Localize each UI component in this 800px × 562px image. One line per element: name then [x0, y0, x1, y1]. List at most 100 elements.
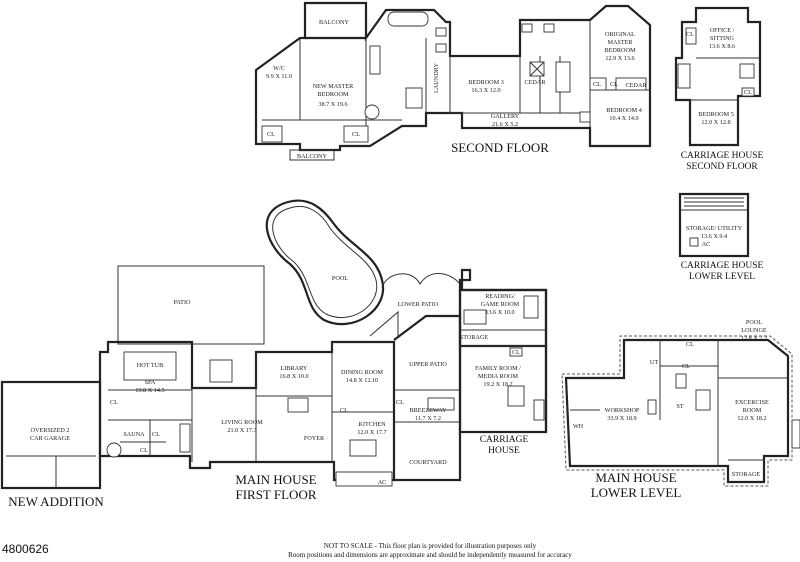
room-cedar-2: CEDAR — [626, 82, 648, 89]
room-dining-dim: 14.8 X 12.10 — [346, 377, 378, 384]
room-foyer: FOYER — [304, 435, 325, 442]
room-bedroom5-name: BEDROOM 5 — [698, 111, 734, 118]
closet-label: CL — [140, 447, 148, 454]
disclaimer-line-2: Room positions and dimensions are approx… — [288, 551, 572, 559]
room-exercise-2: ROOM — [743, 407, 762, 414]
room-balcony-bottom: BALCONY — [297, 153, 327, 160]
label-carriage-second-1: CARRIAGE HOUSE — [681, 151, 764, 161]
room-sauna: SAUNA — [123, 431, 145, 438]
room-workshop-name: WORKSHOP — [605, 407, 640, 414]
closet-label: CL — [744, 89, 752, 96]
room-gallery-dim: 21.6 X 5.2 — [492, 121, 518, 128]
label-main-first-1: MAIN HOUSE — [235, 472, 316, 487]
carriage-house-plan — [458, 268, 548, 434]
room-gallery-name: GALLERY — [491, 113, 520, 120]
label-carriage-lower-1: CARRIAGE HOUSE — [681, 261, 764, 271]
room-balcony-top: BALCONY — [319, 19, 349, 26]
room-reading-1: READING/ — [485, 293, 515, 300]
listing-id: 4800626 — [2, 542, 49, 556]
closet-label: CL — [267, 131, 275, 138]
label-main-lower-2: LOWER LEVEL — [591, 485, 682, 500]
room-family-dim: 19.2 X 18.2 — [483, 381, 512, 388]
room-bedroom3-name: BEDROOM 3 — [468, 79, 504, 86]
closet-label: CL — [610, 81, 618, 88]
room-office-1: OFFICE / — [710, 27, 735, 34]
label-carriage-lower-2: LOWER LEVEL — [689, 272, 755, 282]
second-floor-plan — [254, 1, 652, 161]
closet-label: CL — [396, 399, 404, 406]
closet-label: CL — [110, 399, 118, 406]
room-lower-patio: LOWER PATIO — [398, 301, 439, 308]
closet-label: CL — [352, 131, 360, 138]
closet-label: CL — [152, 431, 160, 438]
room-office-2: SITTING — [710, 35, 735, 42]
room-storage-ch: STORAGE — [460, 334, 489, 341]
label-second-floor: SECOND FLOOR — [451, 140, 549, 155]
room-living-dim: 21.0 X 17.3 — [227, 427, 256, 434]
room-workshop-dim: 33.9 X 18.9 — [607, 415, 636, 422]
room-new-master-2: BEDROOM — [318, 91, 349, 98]
room-reading-dim: 13.6 X 10.0 — [485, 309, 514, 316]
room-bedroom3-dim: 16.3 X 12.0 — [471, 87, 500, 94]
room-storage-lower: STORAGE — [732, 471, 761, 478]
room-ac-main: AC — [378, 479, 387, 486]
room-bedroom4-name: BEDROOM 4 — [606, 107, 642, 114]
room-hot-tub: HOT TUB — [137, 362, 163, 369]
new-addition-plan — [0, 380, 102, 490]
room-cedar-1: CEDAR — [525, 79, 547, 86]
pool — [265, 199, 461, 326]
room-reading-2: GAME ROOM — [481, 301, 520, 308]
room-exercise-dim: 12.0 X 18.2 — [737, 415, 766, 422]
closet-label: CL — [340, 407, 348, 414]
room-bedroom4-dim: 10.4 X 14.0 — [609, 115, 638, 122]
room-wic-dim: 9.9 X 11.0 — [266, 73, 292, 80]
room-living-name: LIVING ROOM — [221, 419, 263, 426]
room-pool-lounge-2: LOUNGE — [741, 327, 767, 334]
carriage-lower-plan — [678, 192, 750, 258]
room-upper-patio: UPPER PATIO — [409, 361, 447, 368]
room-orig-master-2: MASTER — [607, 39, 633, 46]
room-pool-lounge-dim: 12.8 X 7.2 — [741, 335, 767, 342]
room-breezeway-dim: 11.7 X 7.2 — [415, 415, 441, 422]
room-library-dim: 16.8 X 10.0 — [279, 373, 308, 380]
label-main-lower-1: MAIN HOUSE — [595, 470, 676, 485]
room-laundry: LAUNDRY — [433, 63, 440, 93]
room-patio: PATIO — [174, 299, 191, 306]
label-main-first-2: FIRST FLOOR — [235, 487, 316, 502]
carriage-second-floor-plan — [674, 6, 762, 147]
room-exercise-1: EXCERCISE — [735, 399, 769, 406]
room-kitchen-name: KITCHEN — [358, 421, 386, 428]
room-pool: POOL — [332, 275, 348, 282]
room-office-dim: 13.6 X 8.6 — [709, 43, 735, 50]
closet-label: CL — [593, 81, 601, 88]
room-wh: WH — [573, 423, 584, 430]
label-carriage-second-2: SECOND FLOOR — [686, 162, 758, 172]
room-breezeway-name: BREEZEWAY — [410, 407, 447, 414]
room-garage-2: CAR GARAGE — [30, 435, 70, 442]
room-wic-name: W/C — [273, 65, 285, 72]
room-new-master-1: NEW MASTER — [313, 83, 354, 90]
room-garage-1: OVERSIZED 2 — [30, 427, 69, 434]
room-storage-utility-dim: 13.6 X 9.4 — [701, 233, 727, 240]
room-courtyard: COURTYARD — [409, 459, 447, 466]
closet-label: CL — [686, 31, 694, 38]
room-bedroom5-dim: 12.0 X 12.8 — [701, 119, 730, 126]
closet-label: CL — [682, 363, 690, 370]
room-spa-name: SPA — [145, 379, 156, 386]
closet-label: CL — [686, 341, 694, 348]
room-family-2: MEDIA ROOM — [478, 373, 519, 380]
room-ac: AC — [702, 241, 711, 248]
main-lower-level-plan — [561, 335, 800, 487]
room-pool-lounge-1: POOL — [746, 319, 762, 326]
room-spa-dim: 19.8 X 14.5 — [135, 387, 164, 394]
room-st: ST — [676, 403, 683, 410]
room-family-1: FAMILY ROOM / — [475, 365, 521, 372]
room-orig-master-dim: 12.9 X 13.6 — [605, 55, 634, 62]
room-library-name: LIBRARY — [281, 365, 308, 372]
label-carriage-house-1: CARRIAGE — [480, 435, 529, 445]
closet-label: CL — [512, 349, 520, 356]
room-storage-utility-name: STORAGE/ UTILITY — [686, 225, 743, 232]
room-kitchen-dim: 12.0 X 17.7 — [357, 429, 386, 436]
room-new-master-dim: 38.7 X 19.6 — [318, 101, 347, 108]
room-ut: UT — [650, 359, 658, 366]
